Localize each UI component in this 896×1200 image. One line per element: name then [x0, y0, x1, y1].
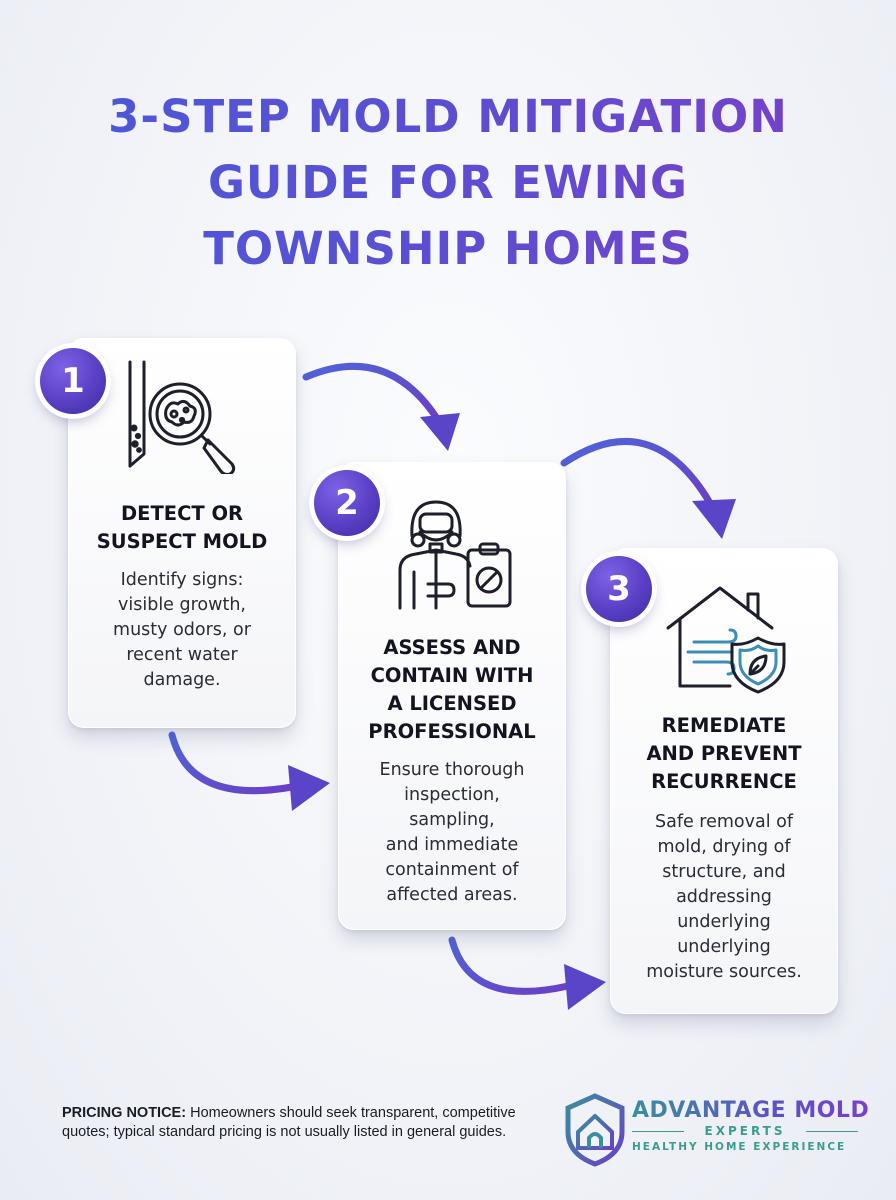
curved-arrow-icon — [448, 936, 606, 1010]
step-desc-line: underlying — [677, 937, 771, 957]
step-card-2 — [338, 462, 566, 930]
step-title-line: SUSPECT MOLD — [96, 530, 268, 553]
step-desc-line: Ensure thorough — [379, 760, 525, 780]
step-title-line: PROFESSIONAL — [368, 720, 536, 743]
step-desc-line: inspection, — [404, 785, 500, 805]
step-desc-line: and immediate — [385, 835, 519, 855]
step-desc-line: musty odors, or — [113, 620, 251, 640]
step-title: ASSESS AND CONTAIN WITH A LICENSED PROFE… — [342, 634, 562, 746]
brand-name: ADVANTAGE MOLD — [632, 1098, 872, 1124]
step-desc-line: containment of — [385, 860, 519, 880]
step-title-line: CONTAIN WITH — [370, 664, 534, 687]
step-title-line: RECURRENCE — [651, 770, 797, 793]
step-desc-line: sampling, — [409, 810, 495, 830]
step-number-badge: 2 — [314, 470, 380, 536]
step-desc-line: Identify signs: — [120, 570, 244, 590]
title-line: 3-STEP MOLD MITIGATION — [108, 90, 788, 143]
hazmat-professional-icon — [398, 500, 512, 610]
page-title: 3-STEP MOLD MITIGATION GUIDE FOR EWING T… — [0, 84, 896, 282]
house-shield-logo-icon — [565, 1093, 625, 1167]
step-desc-line: underlying — [677, 912, 771, 932]
step-description: Identify signs: visible growth, musty od… — [72, 568, 292, 693]
step-title-line: A LICENSED — [387, 692, 517, 715]
step-desc-line: damage. — [143, 670, 221, 690]
step-desc-line: addressing — [676, 887, 772, 907]
step-desc-line: affected areas. — [386, 885, 518, 905]
step-desc-line: visible growth, — [118, 595, 246, 615]
step-title-line: AND PREVENT — [646, 742, 802, 765]
brand-logo: ADVANTAGE MOLD EXPERTS HEALTHY HOME EXPE… — [560, 1092, 872, 1168]
step-desc-line: Safe removal of — [654, 812, 794, 832]
step-title: DETECT OR SUSPECT MOLD — [70, 500, 294, 556]
pricing-notice: PRICING NOTICE: Homeowners should seek t… — [62, 1104, 532, 1142]
brand-subname: EXPERTS — [632, 1124, 858, 1138]
step-title-line: REMEDIATE — [661, 714, 787, 737]
curved-arrow-icon — [302, 362, 460, 451]
title-line: TOWNSHIP HOMES — [203, 222, 693, 275]
notice-text: Homeowners should seek transparent, comp… — [62, 1105, 516, 1140]
step-desc-line: recent water — [126, 645, 238, 665]
step-card-3 — [610, 548, 838, 1014]
step-description: Ensure thorough inspection, sampling, an… — [342, 758, 562, 908]
step-title-line: DETECT OR — [120, 502, 244, 525]
brand-tagline: HEALTHY HOME EXPERIENCE — [632, 1141, 847, 1153]
notice-label: PRICING NOTICE: — [62, 1105, 187, 1121]
curved-arrow-icon — [168, 731, 330, 811]
magnifier-mold-icon — [128, 360, 236, 474]
step-title-line: ASSESS AND — [383, 636, 521, 659]
house-shield-icon — [666, 586, 786, 694]
title-line: GUIDE FOR EWING — [207, 156, 688, 209]
step-desc-line: structure, and — [662, 862, 786, 882]
step-desc-line: mold, drying of — [657, 837, 791, 857]
step-title: REMEDIATE AND PREVENT RECURRENCE — [612, 712, 836, 796]
step-number-badge: 1 — [40, 348, 106, 414]
curved-arrow-icon — [560, 438, 736, 539]
step-desc-line: moisture sources. — [646, 962, 802, 982]
step-description: Safe removal of mold, drying of structur… — [612, 810, 836, 985]
step-number-badge: 3 — [586, 556, 652, 622]
